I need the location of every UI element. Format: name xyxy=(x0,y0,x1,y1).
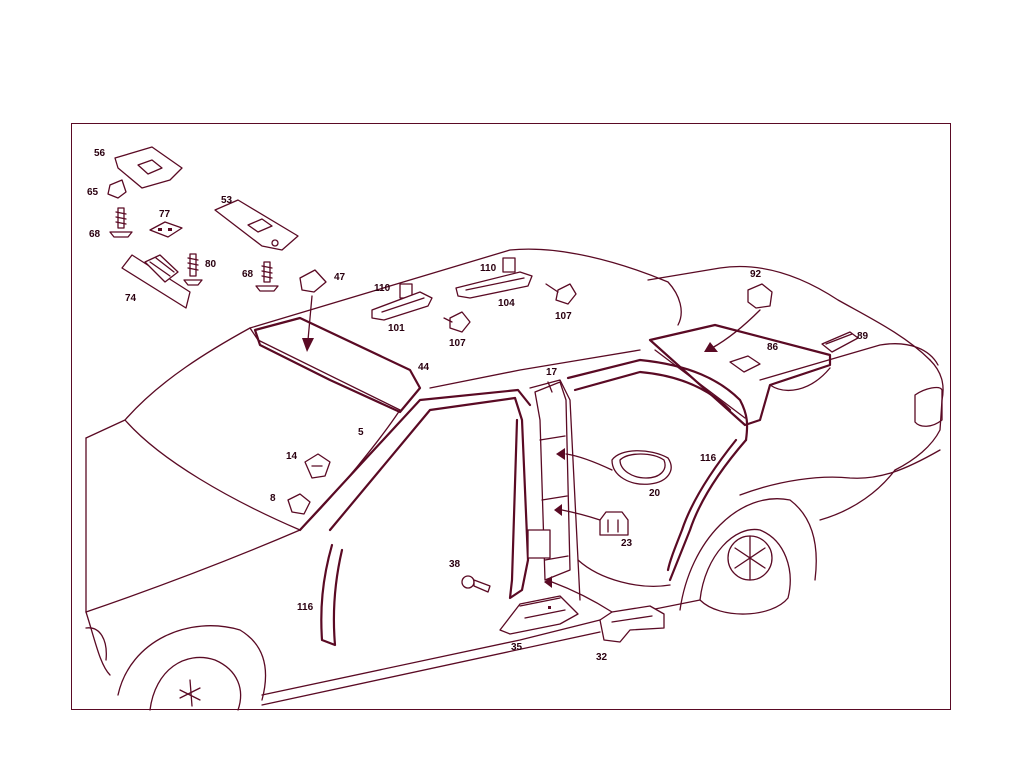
label-32: 32 xyxy=(596,652,608,663)
part-86-parcel-shelf-trim xyxy=(729,355,761,373)
label-38: 38 xyxy=(449,559,461,570)
part-107-screw-right xyxy=(545,283,577,305)
label-68-right: 68 xyxy=(242,269,254,280)
part-89-lamp xyxy=(821,331,859,353)
part-32-bracket xyxy=(544,576,665,643)
label-101: 101 xyxy=(388,323,405,334)
car-body xyxy=(85,248,944,711)
label-77: 77 xyxy=(159,209,171,220)
label-86: 86 xyxy=(767,342,779,353)
label-110-left: 110 xyxy=(374,283,391,294)
part-104-grab-handle xyxy=(455,257,533,299)
label-44: 44 xyxy=(418,362,430,373)
part-56-sun-visor xyxy=(114,146,183,189)
label-23: 23 xyxy=(621,538,633,549)
part-107-screw-left xyxy=(443,311,471,333)
diagram-frame xyxy=(71,123,951,710)
label-8: 8 xyxy=(270,493,276,504)
label-107-right: 107 xyxy=(555,311,572,322)
label-107-left: 107 xyxy=(449,338,466,349)
label-14: 14 xyxy=(286,451,298,462)
part-47-clip xyxy=(299,269,327,352)
part-labels: 56 65 68 77 53 80 68 74 47 110 101 110 1… xyxy=(87,148,869,663)
part-101-grab-handle xyxy=(371,283,433,321)
part-92-clip xyxy=(704,283,773,352)
label-20: 20 xyxy=(649,488,661,499)
label-116-rear: 116 xyxy=(700,453,717,464)
label-53: 53 xyxy=(221,195,233,206)
part-35-bracket xyxy=(499,595,579,635)
label-104: 104 xyxy=(498,298,515,309)
part-17-pillar-trim xyxy=(547,381,553,393)
part-53-sun-visor xyxy=(214,199,299,251)
label-17: 17 xyxy=(546,367,558,378)
part-38-screw xyxy=(461,575,491,593)
label-116-front: 116 xyxy=(297,602,314,613)
part-23-clip xyxy=(554,504,629,536)
label-110-right: 110 xyxy=(480,263,497,274)
label-56: 56 xyxy=(94,148,106,159)
label-47: 47 xyxy=(334,272,346,283)
part-68-screw-left xyxy=(109,207,133,238)
part-20-cover xyxy=(556,448,672,485)
label-74: 74 xyxy=(125,293,137,304)
label-80: 80 xyxy=(205,259,217,270)
part-80-screw xyxy=(183,253,203,286)
label-5: 5 xyxy=(358,427,364,438)
part-74-mirror xyxy=(121,254,191,309)
label-35: 35 xyxy=(511,642,523,653)
label-68-left: 68 xyxy=(89,229,101,240)
label-65: 65 xyxy=(87,187,99,198)
part-14-clip xyxy=(304,453,331,479)
label-92: 92 xyxy=(750,269,762,280)
part-65-clip xyxy=(107,179,127,199)
label-89: 89 xyxy=(857,331,869,342)
part-77-bracket xyxy=(149,221,183,238)
part-8-clip xyxy=(287,493,311,515)
part-68-screw-right xyxy=(255,261,279,292)
